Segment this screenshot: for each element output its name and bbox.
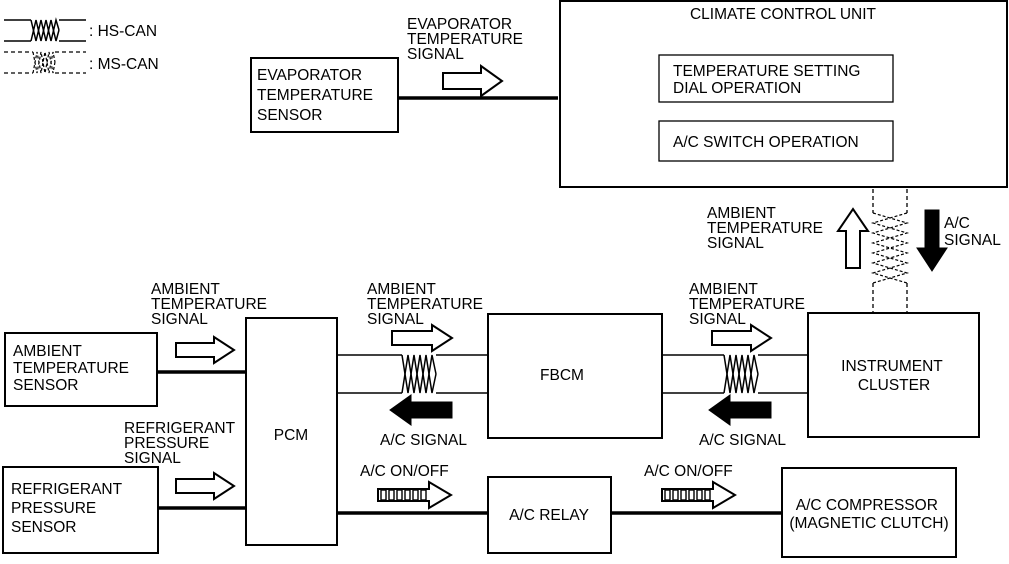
ac-onoff-relay-compressor-label: A/C ON/OFF: [644, 463, 733, 480]
ambient-pcm-fbcm-arrow-right: [391, 323, 454, 353]
evaporator-temperature-signal-label: EVAPORATOR TEMPERATURE SIGNAL: [407, 16, 527, 63]
pcm-label: PCM: [274, 427, 308, 444]
legend-ms-can-label: : MS-CAN: [89, 56, 159, 73]
ac-relay-box: [487, 476, 612, 554]
ambient-to-pcm-arrow-right: [175, 335, 236, 365]
climate-control-unit-title: CLIMATE CONTROL UNIT: [690, 6, 877, 23]
fbcm-label: FBCM: [540, 367, 584, 384]
ac-switch-operation-label: A/C SWITCH OPERATION: [673, 134, 859, 151]
temperature-setting-dial-box: [658, 54, 894, 103]
ac-relay-label: A/C RELAY: [509, 507, 589, 524]
hs-can-link-pcm-fbcm: [337, 354, 488, 394]
ac-signal-ic-fbcm-label: A/C SIGNAL: [699, 432, 786, 449]
ambient-temperature-signal-fbcm-ic-label: AMBIENT TEMPERATURE SIGNAL: [689, 281, 809, 328]
evaporator-temperature-sensor-box: [250, 57, 399, 133]
ac-switch-operation-box: [658, 120, 894, 162]
ac-signal-fbcm-pcm-arrow-left: [389, 394, 453, 426]
temperature-setting-dial-label: TEMPERATURE SETTING DIAL OPERATION: [673, 63, 865, 97]
ambient-fbcm-ic-arrow-right: [711, 323, 773, 353]
evaporator-signal-arrow-right: [442, 64, 504, 98]
ac-signal-ic-fbcm-arrow-left: [708, 394, 772, 426]
ac-signal-from-ccu-label: A/C SIGNAL: [944, 215, 1001, 249]
ambient-signal-arrow-up: [836, 207, 870, 269]
ambient-temperature-signal-to-ccu-label: AMBIENT TEMPERATURE SIGNAL: [707, 205, 827, 252]
legend-hs-can-symbol: [4, 17, 86, 42]
hs-can-link-fbcm-ic: [662, 354, 808, 394]
ac-onoff-pcm-relay-label: A/C ON/OFF: [360, 463, 449, 480]
legend: : HS-CAN : MS-CAN: [4, 17, 159, 74]
refrigerant-pressure-sensor-label: REFRIGERANT PRESSURE SENSOR: [11, 481, 126, 536]
refrigerant-pressure-signal-label: REFRIGERANT PRESSURE SIGNAL: [124, 420, 239, 467]
pcm-box: [245, 317, 338, 546]
ambient-temperature-signal-pcm-fbcm-label: AMBIENT TEMPERATURE SIGNAL: [367, 281, 487, 328]
ambient-temperature-sensor-box: [4, 332, 158, 407]
ac-onoff-relay-compressor-arrow: [661, 480, 737, 510]
ambient-temperature-sensor-label: AMBIENT TEMPERATURE SENSOR: [13, 343, 133, 394]
ambient-temperature-signal-to-pcm-label: AMBIENT TEMPERATURE SIGNAL: [151, 281, 271, 328]
refrigerant-to-pcm-arrow-right: [175, 471, 236, 501]
legend-hs-can-label: : HS-CAN: [89, 23, 157, 40]
refrigerant-pressure-sensor-box: [2, 466, 159, 554]
evaporator-temperature-sensor-label: EVAPORATOR TEMPERATURE SENSOR: [257, 67, 377, 124]
instrument-cluster-box: [807, 312, 980, 438]
ac-signal-fbcm-pcm-label: A/C SIGNAL: [380, 432, 467, 449]
legend-ms-can-symbol: [4, 51, 86, 74]
ac-onoff-pcm-relay-arrow: [377, 480, 453, 510]
ac-compressor-label: A/C COMPRESSOR (MAGNETIC CLUTCH): [789, 497, 948, 532]
ms-can-link: [870, 189, 910, 313]
ac-compressor-box: [781, 467, 957, 558]
fbcm-box: [487, 313, 663, 439]
instrument-cluster-label: INSTRUMENT CLUSTER: [841, 358, 947, 394]
ac-signal-arrow-down: [916, 209, 948, 272]
